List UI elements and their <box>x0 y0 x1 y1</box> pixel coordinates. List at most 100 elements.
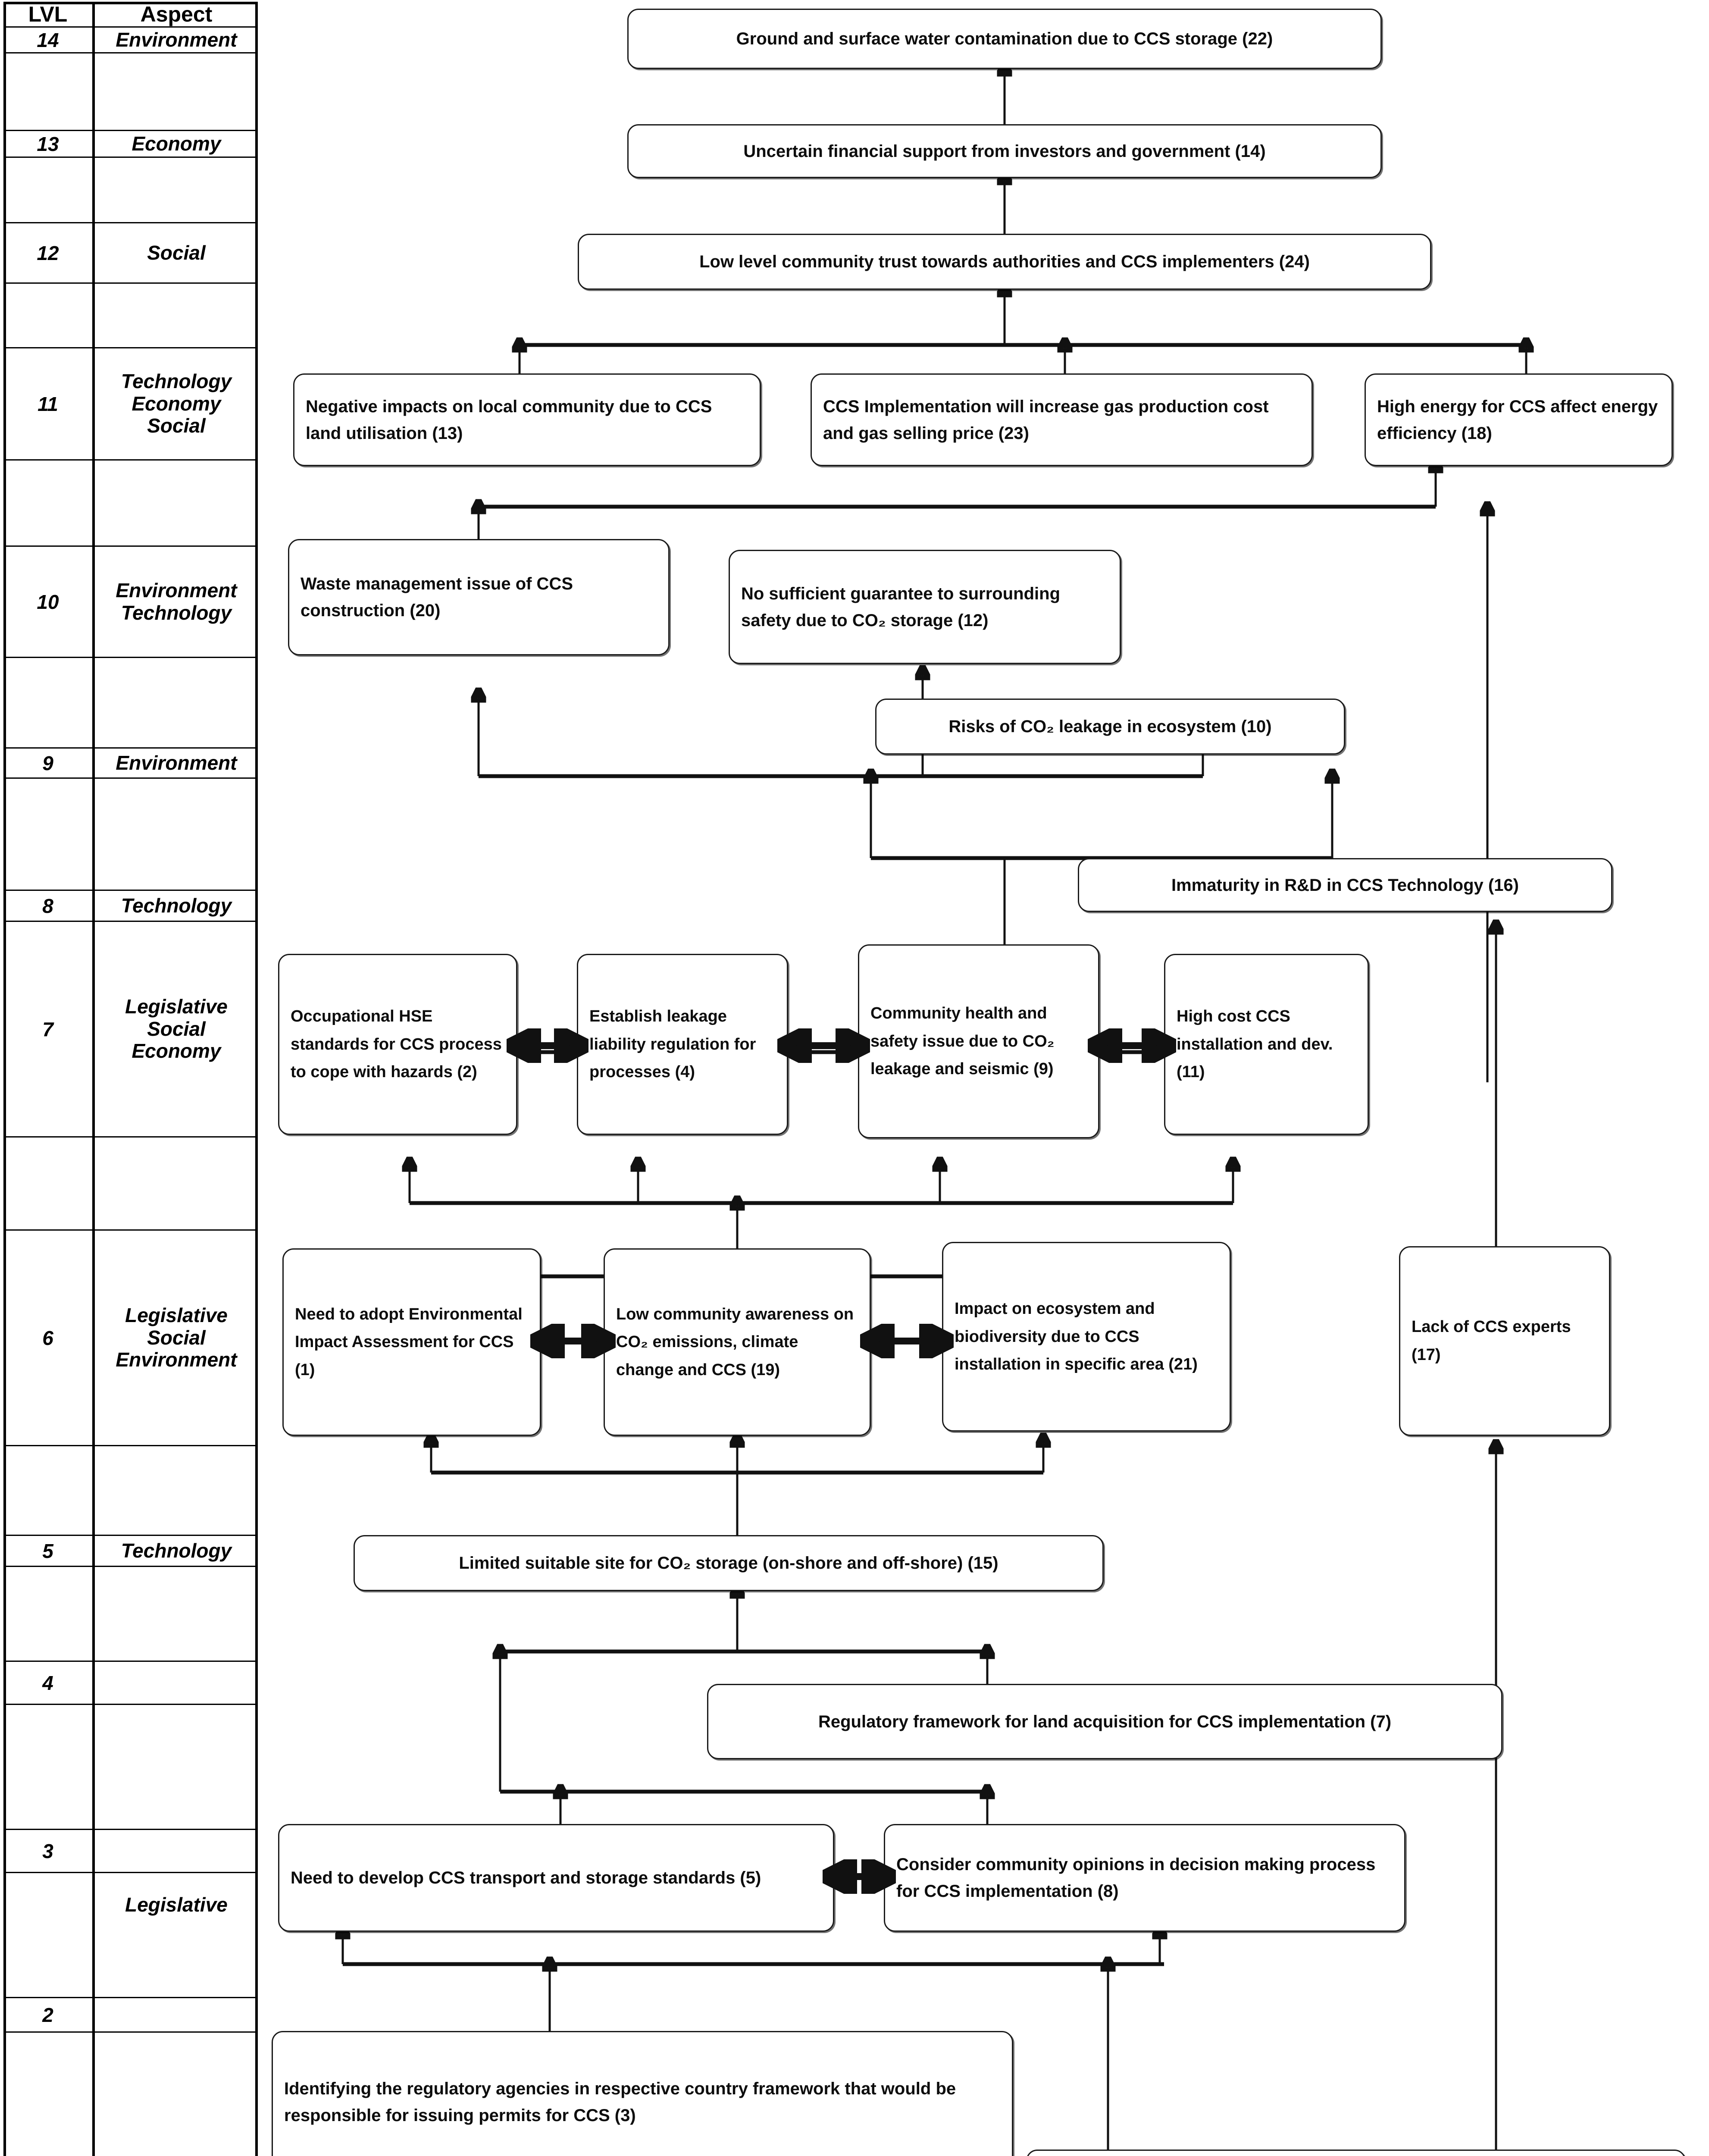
node-label: Consider community opinions in decision … <box>896 1855 1376 1901</box>
node-label: Regulatory framework for land acquisitio… <box>818 1712 1392 1731</box>
table-row: 4 <box>3 1662 258 1705</box>
level-number: 12 <box>37 241 59 264</box>
table-row: 9 Environment <box>3 749 258 779</box>
node-label: Immaturity in R&D in CCS Technology (16) <box>1171 875 1519 895</box>
level-number: 5 <box>42 1539 53 1562</box>
level-aspect-legislative: Legislative <box>125 1893 228 1916</box>
node-label: CCS Implementation will increase gas pro… <box>823 397 1269 443</box>
level-number: 11 <box>38 392 58 415</box>
table-header-row: LVL Aspect <box>3 2 258 28</box>
node-label: Lack of CCS experts (17) <box>1412 1318 1571 1364</box>
level-number: 14 <box>37 28 59 51</box>
level-number: 9 <box>42 752 53 774</box>
node-15[interactable]: Limited suitable site for CO₂ storage (o… <box>354 1535 1104 1591</box>
level-number: 10 <box>37 590 59 613</box>
table-spacer-row <box>3 1705 258 1830</box>
table-column-divider <box>92 2 95 2156</box>
node-label: No sufficient guarantee to surrounding s… <box>741 584 1061 630</box>
node-label: Need to adopt Environmental Impact Asses… <box>295 1305 523 1379</box>
level-aspect: Economy <box>131 132 221 155</box>
node-21[interactable]: Impact on ecosystem and biodiversity due… <box>942 1242 1231 1432</box>
node-22[interactable]: Ground and surface water contamination d… <box>627 9 1382 69</box>
node-label: Ground and surface water contamination d… <box>736 29 1273 48</box>
level-number: 6 <box>42 1326 53 1349</box>
node-label: Uncertain financial support from investo… <box>743 141 1266 161</box>
node-11[interactable]: High cost CCS installation and dev.(11) <box>1164 954 1369 1135</box>
table-spacer-row <box>3 461 258 547</box>
level-aspect: Environment <box>116 28 237 51</box>
node-19[interactable]: Low community awareness on CO₂ emissions… <box>604 1248 871 1436</box>
node-20[interactable]: Waste management issue of CCS constructi… <box>288 539 670 655</box>
node-1[interactable]: Need to adopt Environmental Impact Asses… <box>282 1248 541 1436</box>
node-6[interactable]: Clear Definition of CO2 within respectiv… <box>1026 2150 1686 2156</box>
level-aspect: Social <box>147 241 206 264</box>
level-number: 4 <box>42 1671 53 1694</box>
node-label: Impact on ecosystem and biodiversity due… <box>955 1300 1198 1374</box>
node-9[interactable]: Community health and safety issue due to… <box>858 944 1099 1138</box>
level-aspect: Technology <box>121 894 232 917</box>
node-16[interactable]: Immaturity in R&D in CCS Technology (16) <box>1078 858 1612 912</box>
level-number: 8 <box>42 894 53 917</box>
table-spacer-row <box>3 284 258 348</box>
node-label: Negative impacts on local community due … <box>306 397 712 443</box>
node-7[interactable]: Regulatory framework for land acquisitio… <box>707 1684 1502 1759</box>
node-23[interactable]: CCS Implementation will increase gas pro… <box>811 373 1313 466</box>
node-label: Low community awareness on CO₂ emissions… <box>616 1305 854 1379</box>
node-5[interactable]: Need to develop CCS transport and storag… <box>278 1824 834 1932</box>
node-2[interactable]: Occupational HSE standards for CCS proce… <box>278 954 517 1135</box>
node-label: Identifying the regulatory agencies in r… <box>284 2079 956 2125</box>
table-row: 2 <box>3 1998 258 2033</box>
level-number: 3 <box>42 1839 53 1862</box>
level-number: 7 <box>42 1018 53 1040</box>
table-spacer-row <box>3 779 258 891</box>
level-aspect: Environment <box>116 751 237 774</box>
node-18[interactable]: High energy for CCS affect energy effici… <box>1365 373 1673 466</box>
node-8[interactable]: Consider community opinions in decision … <box>884 1824 1405 1932</box>
node-4[interactable]: Establish leakage liability regulation f… <box>577 954 788 1135</box>
table-spacer-row <box>3 53 258 131</box>
node-17[interactable]: Lack of CCS experts (17) <box>1399 1246 1610 1436</box>
table-spacer-row <box>3 1873 258 1998</box>
node-label: High energy for CCS affect energy effici… <box>1377 397 1658 443</box>
table-spacer-row <box>3 1567 258 1662</box>
level-aspect: Technology <box>121 1539 232 1562</box>
node-3[interactable]: Identifying the regulatory agencies in r… <box>272 2031 1013 2156</box>
table-row: 14 Environment <box>3 28 258 53</box>
table-row: 13 Economy <box>3 131 258 158</box>
table-spacer-row <box>3 658 258 749</box>
level-aspect-table: LVL Aspect 14 Environment 13 Economy 12 … <box>3 2 258 2156</box>
node-label: Community health and safety issue due to… <box>870 1004 1055 1078</box>
node-label: Waste management issue of CCS constructi… <box>300 574 573 620</box>
node-label: High cost CCS installation and dev.(11) <box>1177 1007 1333 1081</box>
level-number: 2 <box>42 2003 53 2026</box>
node-10[interactable]: Risks of CO₂ leakage in ecosystem (10) <box>875 699 1345 755</box>
node-13[interactable]: Negative impacts on local community due … <box>293 373 761 466</box>
node-14[interactable]: Uncertain financial support from investo… <box>627 124 1382 178</box>
node-label: Establish leakage liability regulation f… <box>589 1007 756 1081</box>
node-label: Risks of CO₂ leakage in ecosystem (10) <box>948 717 1272 736</box>
table-row: 5 Technology <box>3 1536 258 1567</box>
node-label: Occupational HSE standards for CCS proce… <box>291 1007 502 1081</box>
node-label: Need to develop CCS transport and storag… <box>291 1868 761 1887</box>
node-label: Low level community trust towards author… <box>699 252 1310 271</box>
node-12[interactable]: No sufficient guarantee to surrounding s… <box>729 550 1121 664</box>
table-spacer-row <box>3 1138 258 1231</box>
header-aspect: Aspect <box>140 2 213 26</box>
node-24[interactable]: Low level community trust towards author… <box>578 234 1431 290</box>
header-lvl: LVL <box>28 2 68 26</box>
table-spacer-row <box>3 158 258 223</box>
table-spacer-row <box>3 1446 258 1536</box>
level-number: 13 <box>37 132 59 155</box>
table-row: 12 Social <box>3 223 258 284</box>
node-label: Limited suitable site for CO₂ storage (o… <box>459 1554 998 1573</box>
table-row: 8 Technology <box>3 891 258 922</box>
